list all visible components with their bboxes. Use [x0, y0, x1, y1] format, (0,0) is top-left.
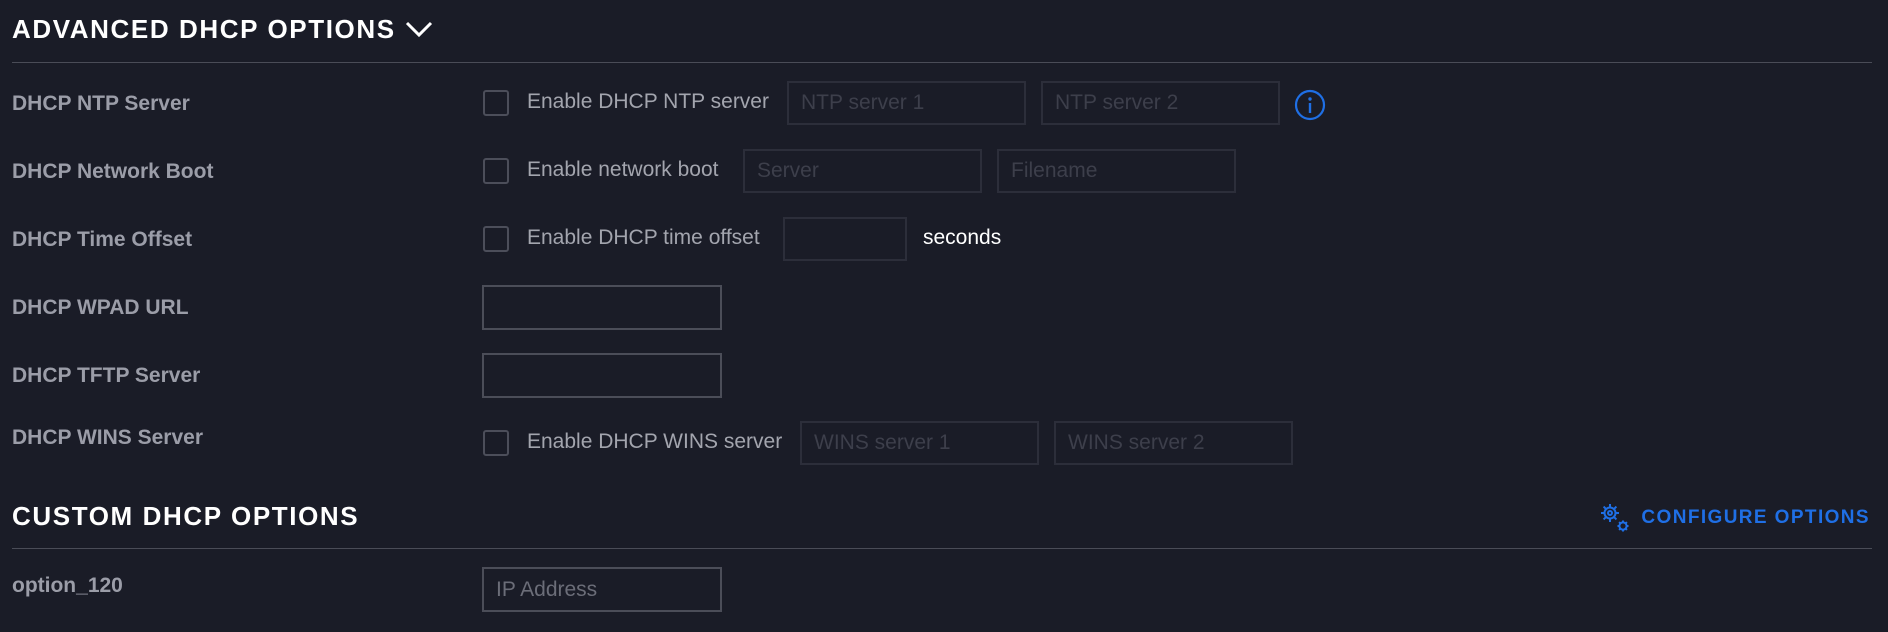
wpad-url-input[interactable]: [482, 285, 722, 330]
advanced-dhcp-options-header[interactable]: ADVANCED DHCP OPTIONS: [12, 14, 434, 45]
custom-dhcp-options-title: CUSTOM DHCP OPTIONS: [12, 501, 360, 531]
network-boot-label: DHCP Network Boot: [12, 160, 214, 183]
time-offset-label: DHCP Time Offset: [12, 228, 193, 251]
configure-options-button[interactable]: CONFIGURE OPTIONS: [1599, 502, 1870, 534]
info-icon[interactable]: [1294, 89, 1326, 121]
wins-server-label: DHCP WINS Server: [12, 426, 204, 449]
tftp-server-label: DHCP TFTP Server: [12, 364, 201, 387]
enable-wins-checkbox[interactable]: [483, 430, 509, 456]
chevron-down-icon[interactable]: [404, 19, 434, 39]
ntp-server-label: DHCP NTP Server: [12, 92, 190, 115]
boot-server-input[interactable]: [743, 149, 982, 193]
enable-time-offset-checkbox[interactable]: [483, 226, 509, 252]
ntp-server-2-input[interactable]: [1041, 81, 1280, 125]
tftp-server-input[interactable]: [482, 353, 722, 398]
option-120-input[interactable]: [482, 567, 722, 612]
ntp-server-1-input[interactable]: [787, 81, 1026, 125]
enable-ntp-checkbox[interactable]: [483, 90, 509, 116]
gears-icon: [1601, 504, 1629, 532]
wins-server-1-input[interactable]: [800, 421, 1039, 465]
section-divider: [12, 548, 1872, 549]
configure-options-label: CONFIGURE OPTIONS: [1641, 507, 1870, 528]
enable-time-offset-label[interactable]: Enable DHCP time offset: [527, 226, 760, 249]
enable-network-boot-label[interactable]: Enable network boot: [527, 158, 719, 181]
advanced-dhcp-options-title: ADVANCED DHCP OPTIONS: [12, 14, 396, 44]
seconds-unit: seconds: [923, 226, 1002, 249]
wpad-url-label: DHCP WPAD URL: [12, 296, 189, 319]
enable-network-boot-checkbox[interactable]: [483, 158, 509, 184]
time-offset-input[interactable]: [783, 217, 907, 261]
section-divider: [12, 62, 1872, 63]
enable-wins-label[interactable]: Enable DHCP WINS server: [527, 430, 783, 453]
wins-server-2-input[interactable]: [1054, 421, 1293, 465]
option-120-label: option_120: [12, 574, 123, 597]
enable-ntp-label[interactable]: Enable DHCP NTP server: [527, 90, 769, 113]
boot-filename-input[interactable]: [997, 149, 1236, 193]
